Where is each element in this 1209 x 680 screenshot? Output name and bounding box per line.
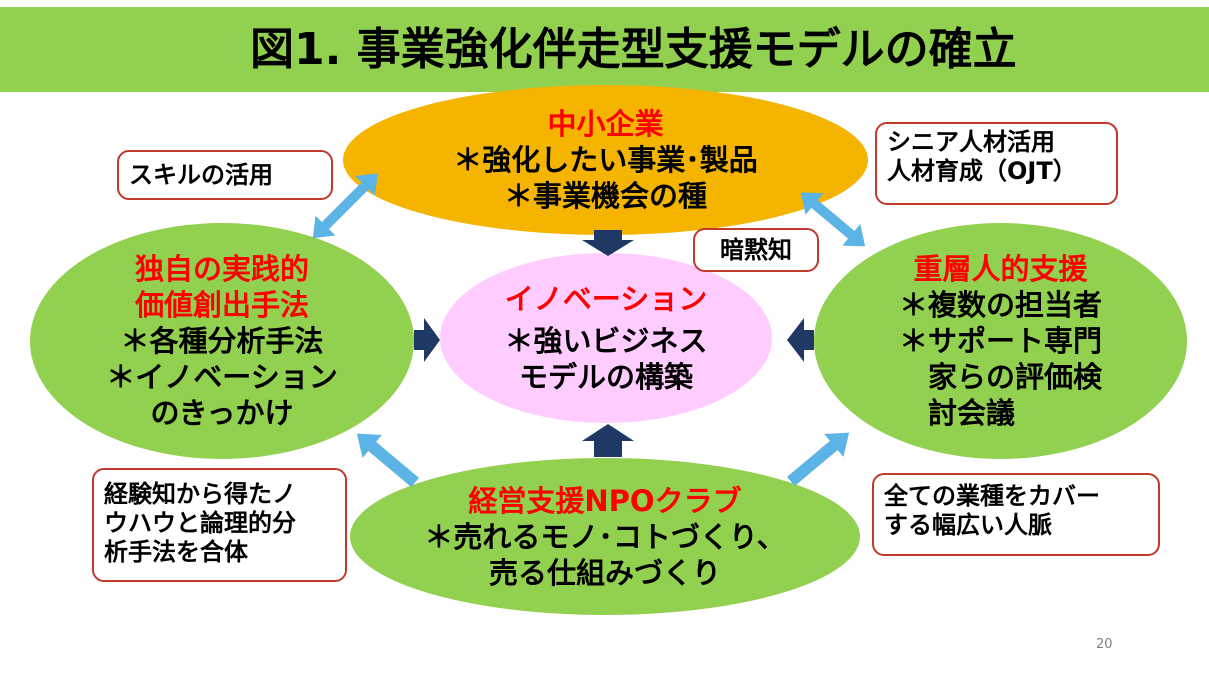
network-line: 全ての業種をカバー	[884, 482, 1100, 510]
innovation-ellipse: イノベーション ＊強いビジネス モデルの構築	[440, 253, 772, 423]
human-support-line: 討会議	[927, 396, 1015, 430]
innovation-line: ＊強いビジネス	[504, 324, 708, 358]
network-box: 全ての業種をカバー する幅広い人脈	[872, 473, 1160, 556]
sme-line: ＊強化したい事業･製品	[453, 143, 758, 177]
sme-line: ＊事業機会の種	[503, 179, 707, 213]
page-number: 20	[1096, 637, 1113, 652]
human-support-line: ＊複数の担当者	[898, 288, 1102, 322]
tacit-box: 暗黙知	[693, 228, 819, 272]
human-support-line: 家らの評価検	[927, 360, 1102, 394]
npo-club-line: 売る仕組みづくり	[488, 555, 721, 590]
value-method-line: のきっかけ	[150, 396, 294, 430]
senior-line: 人材育成（OJT）	[887, 157, 1077, 185]
value-method-line: ＊各種分析手法	[120, 324, 324, 358]
page-title: 図1. 事業強化伴走型支援モデルの確立	[250, 24, 1017, 75]
skill-box: スキルの活用	[117, 150, 333, 200]
npo-club-heading: 経営支援NPOクラブ	[468, 483, 742, 518]
up-arrow-icon	[582, 424, 634, 457]
senior-box: シニア人材活用 人材育成（OJT）	[875, 122, 1118, 205]
npo-club-line: ＊売れるモノ･コトづくり、	[424, 519, 786, 554]
sme-heading: 中小企業	[547, 107, 664, 141]
value-method-line: ＊イノベーション	[106, 360, 338, 394]
blue-arrow-icon	[787, 432, 850, 487]
tacit-text: 暗黙知	[720, 236, 792, 264]
blue-double-arrow-icon	[312, 173, 378, 239]
experience-line: ウハウと論理的分	[104, 509, 296, 537]
innovation-line: モデルの構築	[518, 360, 693, 394]
sme-ellipse: 中小企業 ＊強化したい事業･製品 ＊事業機会の種	[343, 85, 868, 235]
senior-line: シニア人材活用	[887, 128, 1055, 156]
human-support-heading: 重層人的支援	[913, 252, 1088, 286]
innovation-heading: イノベーション	[504, 282, 708, 316]
experience-box: 経験知から得たノ ウハウと論理的分 析手法を合体	[92, 468, 347, 582]
skill-text: スキルの活用	[129, 161, 273, 189]
right-arrow-icon	[414, 318, 440, 362]
value-method-heading: 価値創出手法	[134, 288, 309, 322]
human-support-ellipse: 重層人的支援 ＊複数の担当者 ＊サポート専門 家らの評価検 討会議	[814, 223, 1187, 459]
experience-line: 析手法を合体	[104, 538, 248, 566]
human-support-line: ＊サポート専門	[898, 324, 1102, 358]
down-arrow-icon	[582, 230, 634, 256]
experience-line: 経験知から得たノ	[104, 480, 296, 508]
npo-club-ellipse: 経営支援NPOクラブ ＊売れるモノ･コトづくり、 売る仕組みづくり	[350, 458, 860, 615]
value-method-heading: 独自の実践的	[134, 252, 309, 286]
blue-arrow-icon	[356, 433, 419, 488]
network-line: する幅広い人脈	[884, 511, 1052, 539]
left-arrow-icon	[787, 318, 814, 362]
value-method-ellipse: 独自の実践的 価値創出手法 ＊各種分析手法 ＊イノベーション のきっかけ	[30, 223, 414, 459]
blue-double-arrow-icon	[800, 192, 866, 247]
human-support-list: ＊複数の担当者 ＊サポート専門 家らの評価検 討会議	[899, 287, 1102, 431]
title-bar	[0, 7, 1209, 92]
